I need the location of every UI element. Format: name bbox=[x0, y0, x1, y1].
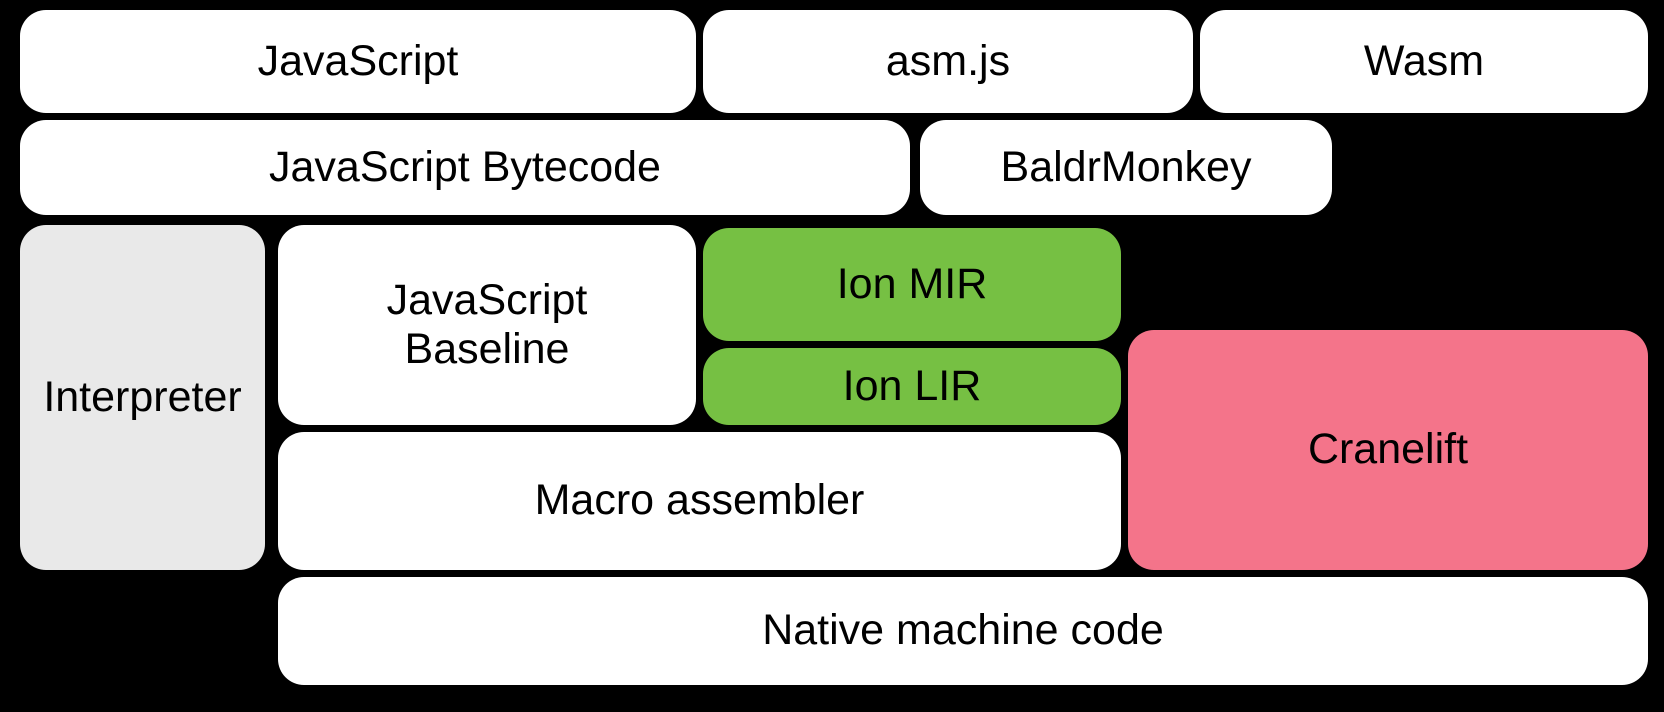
diagram-box-javascript: JavaScript bbox=[20, 10, 696, 113]
diagram-box-wasm: Wasm bbox=[1200, 10, 1648, 113]
diagram-box-javascript-bytecode: JavaScript Bytecode bbox=[20, 120, 910, 215]
diagram-box-ion-mir: Ion MIR bbox=[703, 228, 1121, 341]
diagram-box-interpreter: Interpreter bbox=[20, 225, 265, 570]
diagram-box-ion-lir: Ion LIR bbox=[703, 348, 1121, 425]
diagram-box-native-machine-code: Native machine code bbox=[278, 577, 1648, 685]
diagram-box-asm-js: asm.js bbox=[703, 10, 1193, 113]
diagram-box-baldrmonkey: BaldrMonkey bbox=[920, 120, 1332, 215]
diagram-box-cranelift: Cranelift bbox=[1128, 330, 1648, 570]
diagram-box-javascript-baseline: JavaScript Baseline bbox=[278, 225, 696, 425]
diagram-box-macro-assembler: Macro assembler bbox=[278, 432, 1121, 570]
